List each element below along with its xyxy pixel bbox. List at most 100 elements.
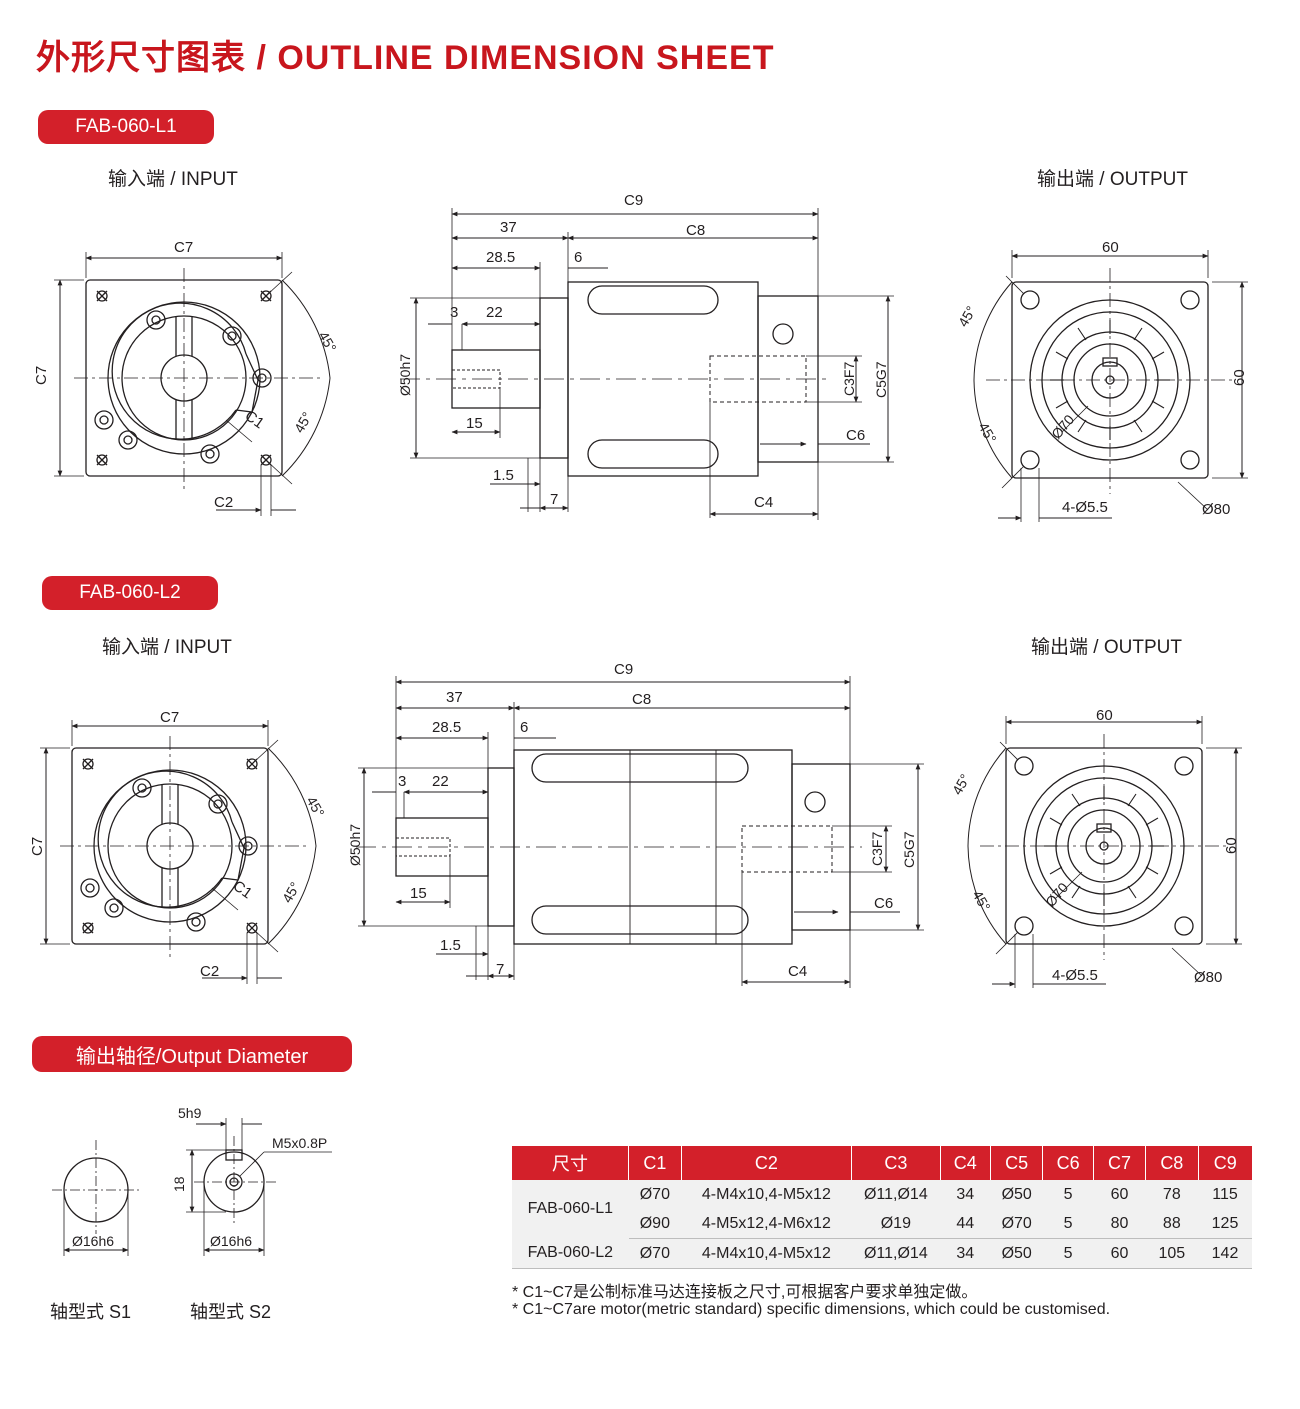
l2-c7-top: C7	[160, 709, 179, 726]
cell-c6: 5	[1042, 1209, 1094, 1239]
cell-c7: 80	[1093, 1209, 1146, 1239]
l2-c9: C9	[614, 661, 633, 678]
l1-45-out-a: 45°	[955, 303, 979, 329]
s1-dia: Ø16h6	[72, 1233, 114, 1249]
cell-c1: Ø90	[628, 1209, 682, 1239]
l2-60-right: 60	[1223, 837, 1240, 854]
output-label-l1: 输出端 / OUTPUT	[1037, 169, 1188, 190]
spec-table: 尺寸 C1 C2 C3 C4 C5 C6 C7 C8 C9 FAB-060-L1…	[512, 1146, 1252, 1269]
cell-c3: Ø19	[851, 1209, 941, 1239]
cell-c2: 4-M4x10,4-M5x12	[681, 1180, 852, 1209]
l1-c5g7: C5G7	[873, 361, 889, 398]
cell-c3: Ø11,Ø14	[851, 1238, 941, 1269]
table-row: FAB-060-L2 Ø70 4-M4x10,4-M5x12 Ø11,Ø14 3…	[512, 1238, 1252, 1269]
input-label-l2: 输入端 / INPUT	[102, 637, 232, 658]
cell-c5: Ø50	[990, 1238, 1043, 1269]
l1-60-right: 60	[1231, 369, 1248, 386]
cell-c5: Ø50	[990, 1180, 1043, 1209]
cell-c8: 88	[1145, 1209, 1199, 1239]
page-title: 外形尺寸图表 / OUTLINE DIMENSION SHEET	[36, 39, 775, 77]
cell-c7: 60	[1093, 1180, 1146, 1209]
cell-c5: Ø70	[990, 1209, 1043, 1239]
l2-c3f7: C3F7	[869, 832, 885, 866]
cell-c6: 5	[1042, 1180, 1094, 1209]
cell-c8: 105	[1145, 1238, 1199, 1269]
l1-45-b: 45°	[291, 409, 315, 435]
cell-c4: 34	[940, 1238, 991, 1269]
cell-c2: 4-M4x10,4-M5x12	[681, 1238, 852, 1269]
l2-side-view	[356, 676, 924, 988]
l2-c6: C6	[874, 895, 893, 912]
cell-c9: 142	[1198, 1238, 1252, 1269]
l1-1-5: 1.5	[493, 467, 514, 484]
l1-45-a: 45°	[315, 329, 339, 355]
cell-c8: 78	[1145, 1180, 1199, 1209]
th-size: 尺寸	[512, 1146, 630, 1180]
cell-c3: Ø11,Ø14	[851, 1180, 941, 1209]
th-c9: C9	[1198, 1146, 1252, 1180]
s2-thread: M5x0.8P	[272, 1135, 327, 1151]
l2-c5g7: C5G7	[901, 831, 917, 868]
l1-c8: C8	[686, 222, 705, 239]
l1-c7-top: C7	[174, 239, 193, 256]
model-badge-l1: FAB-060-L1	[38, 110, 214, 144]
l2-c1: C1	[230, 877, 255, 902]
cell-model: FAB-060-L1	[512, 1180, 629, 1239]
s2-key: 5h9	[178, 1105, 202, 1121]
l1-c3f7: C3F7	[841, 362, 857, 396]
l1-3: 3	[450, 304, 458, 321]
l1-60-top: 60	[1102, 239, 1119, 256]
l2-d80: Ø80	[1194, 969, 1222, 986]
cell-model: FAB-060-L2	[512, 1238, 629, 1269]
l2-45-out-b: 45°	[969, 888, 993, 914]
l1-6: 6	[574, 249, 582, 266]
cell-c4: 44	[940, 1209, 991, 1239]
l1-28-5: 28.5	[486, 249, 515, 266]
l2-holes: 4-Ø5.5	[1052, 967, 1098, 984]
note-en: * C1~C7are motor(metric standard) specif…	[512, 1301, 1111, 1318]
cell-c1: Ø70	[628, 1180, 682, 1209]
s2-caption: 轴型式 S2	[190, 1302, 272, 1322]
l1-holes: 4-Ø5.5	[1062, 499, 1108, 516]
model-badge-l2: FAB-060-L2	[42, 576, 218, 610]
l1-37: 37	[500, 219, 517, 236]
l2-45-a: 45°	[303, 794, 327, 820]
l2-60-top: 60	[1096, 707, 1113, 724]
th-c4: C4	[940, 1146, 991, 1180]
l1-c6: C6	[846, 427, 865, 444]
output-diameter-badge: 输出轴径/Output Diameter	[32, 1036, 352, 1072]
table-row: FAB-060-L1 Ø70 4-M4x10,4-M5x12 Ø11,Ø14 3…	[512, 1180, 1252, 1239]
l2-45-out-a: 45°	[949, 771, 973, 797]
cell-c1: Ø70	[628, 1238, 682, 1269]
s1-caption: 轴型式 S1	[50, 1302, 132, 1322]
l1-7: 7	[550, 491, 558, 508]
l1-side-view	[400, 208, 894, 520]
l1-15: 15	[466, 415, 483, 432]
l2-c2: C2	[200, 963, 219, 980]
cell-c9: 115	[1198, 1180, 1252, 1209]
output-label-l2: 输出端 / OUTPUT	[1031, 637, 1182, 658]
cell-c4: 34	[940, 1180, 991, 1209]
l2-15: 15	[410, 885, 427, 902]
th-c2: C2	[681, 1146, 853, 1180]
l1-c2: C2	[214, 494, 233, 511]
l2-c4: C4	[788, 963, 807, 980]
table-row: Ø90 4-M5x12,4-M6x12 Ø19 44 Ø70 5 80 88 1…	[512, 1209, 1252, 1239]
l1-50h7: Ø50h7	[397, 354, 413, 396]
l1-c9: C9	[624, 192, 643, 209]
th-c5: C5	[990, 1146, 1044, 1180]
shaft-s1	[52, 1140, 140, 1256]
s2-height: 18	[171, 1176, 187, 1192]
s2-dia: Ø16h6	[210, 1233, 252, 1249]
cell-c6: 5	[1042, 1238, 1094, 1269]
cell-c9: 125	[1198, 1209, 1252, 1239]
l2-50h7: Ø50h7	[347, 824, 363, 866]
cell-c7: 60	[1093, 1238, 1146, 1269]
cell-c2: 4-M5x12,4-M6x12	[681, 1209, 852, 1239]
input-label-l1: 输入端 / INPUT	[108, 169, 238, 190]
l2-6: 6	[520, 719, 528, 736]
l1-c4: C4	[754, 494, 773, 511]
l2-22: 22	[432, 773, 449, 790]
l2-c8: C8	[632, 691, 651, 708]
